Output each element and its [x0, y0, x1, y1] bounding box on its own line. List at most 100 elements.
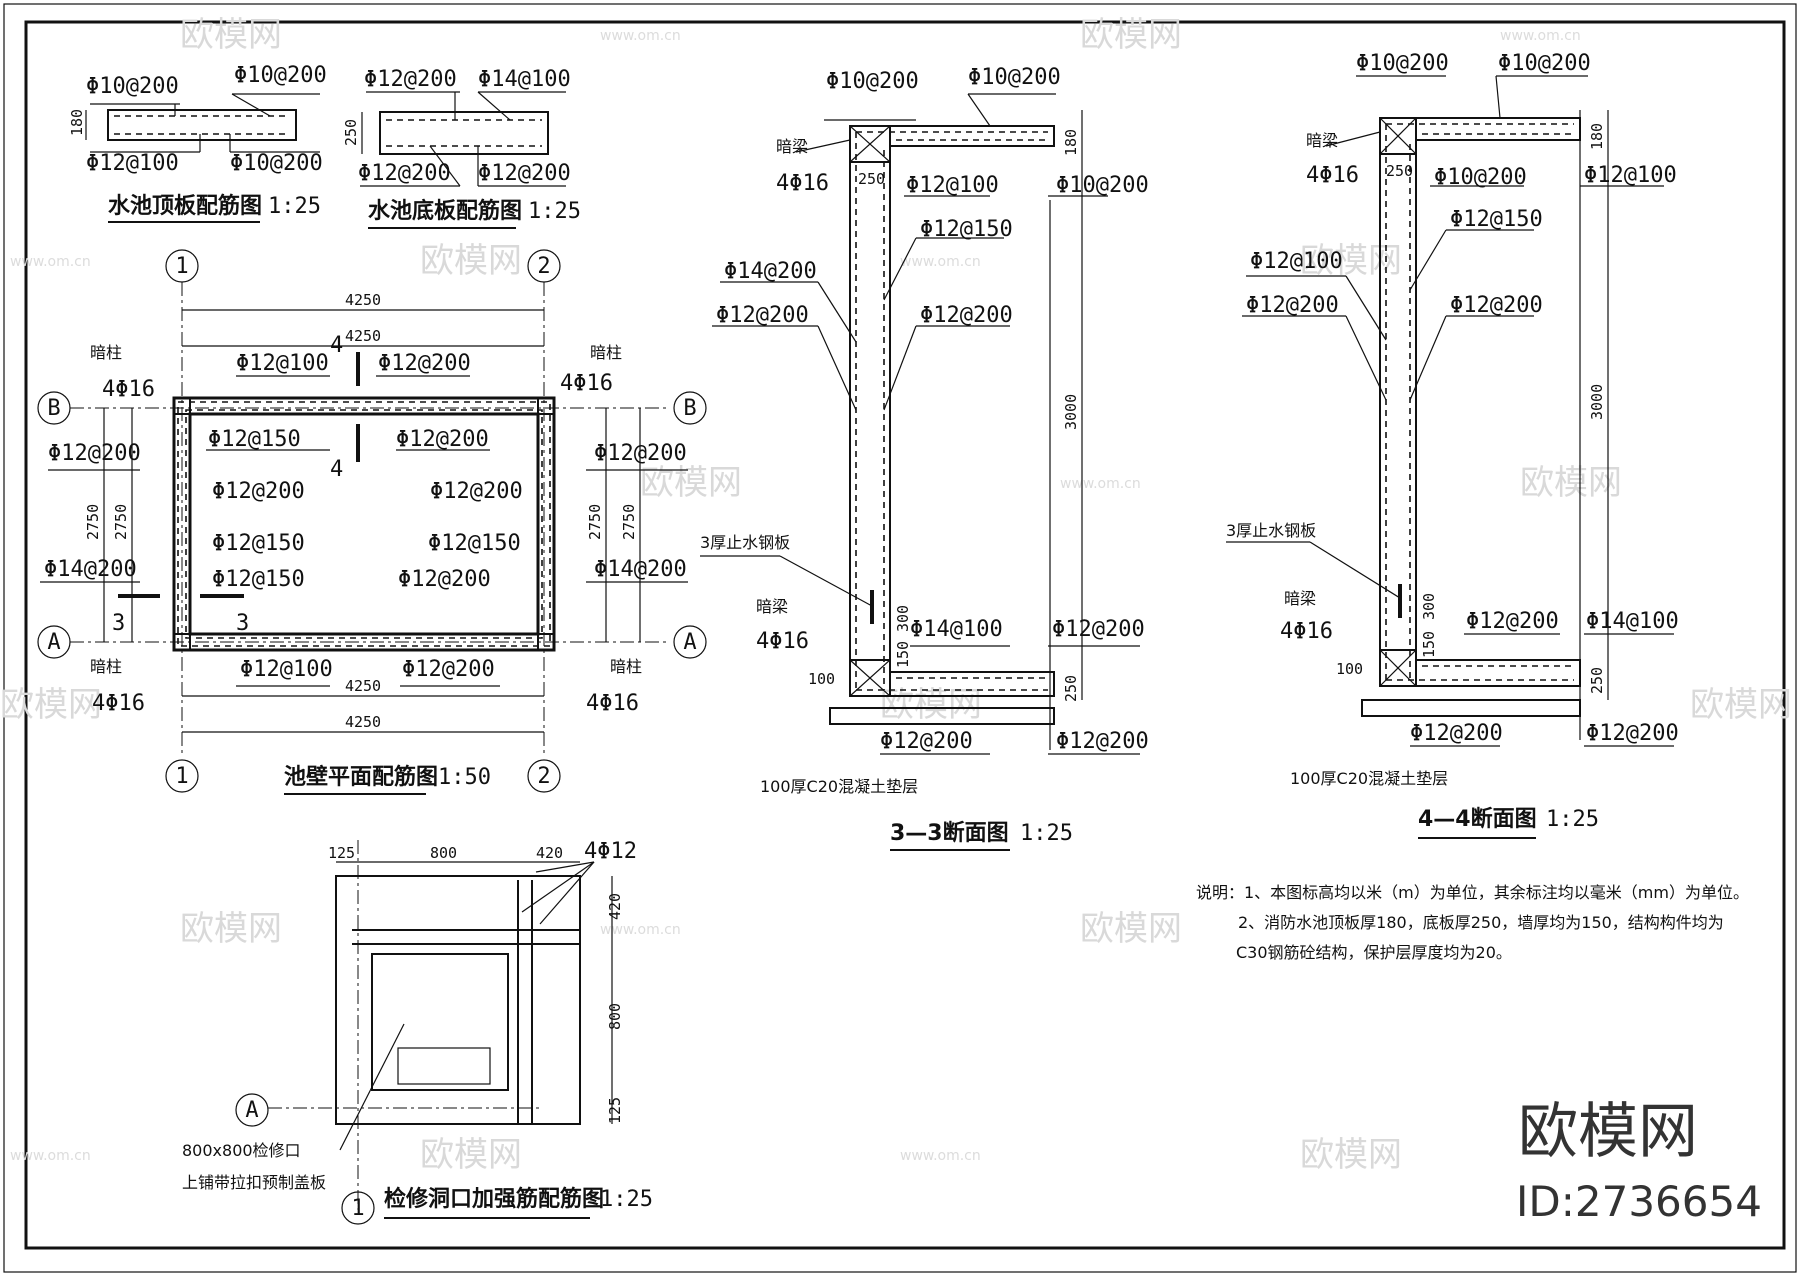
axis-bubble-2 — [527, 759, 561, 793]
leader-line — [535, 861, 595, 873]
dimension-label: 100 — [808, 670, 835, 688]
outer-frame — [3, 3, 1797, 1273]
rebar-label: Φ12@100 — [240, 657, 333, 682]
column-label: 暗柱 — [610, 657, 642, 676]
beam-bars: 4Φ16 — [776, 171, 829, 196]
rebar-label: Φ12@200 — [1246, 293, 1339, 318]
rebar-label: Φ10@200 — [968, 65, 1061, 90]
axis-label: 2 — [537, 254, 550, 279]
rebar-label: Φ10@200 — [1498, 51, 1591, 76]
hidden-column — [173, 633, 191, 651]
rebar-label: Φ10@200 — [1356, 51, 1449, 76]
dimension-label: 3000 — [1588, 384, 1606, 420]
wall-plan: 1 2 1 2 B B A A 4250 4250 4250 4250 2750… — [37, 249, 707, 795]
rebar-label: Φ10@200 — [826, 69, 919, 94]
dimension-label: 180 — [1062, 129, 1080, 156]
note-line: 说明：1、本图标高均以米（m）为单位，其余标注均以毫米（mm）为单位。 — [1196, 883, 1749, 902]
leader-line — [539, 861, 595, 925]
floor-slab-detail: Φ12@200 Φ14@100 Φ12@200 Φ12@200 250 水池底板… — [342, 67, 581, 229]
hidden-beam — [849, 659, 891, 697]
dimension-label: 250 — [342, 119, 360, 146]
roof-slab-detail: Φ10@200 Φ10@200 Φ12@100 Φ10@200 180 水池顶板… — [68, 63, 327, 223]
leader-line — [883, 325, 917, 411]
rebar-label: Φ12@200 — [1052, 617, 1145, 642]
watermark-logo: 欧模网 — [180, 15, 282, 55]
axis-label: 1 — [175, 254, 188, 279]
inner-frame — [24, 20, 1786, 1250]
rebar-label: Φ12@200 — [48, 441, 141, 466]
dimension-label: 250 — [858, 170, 885, 188]
rebar-label: Φ12@200 — [396, 427, 489, 452]
section-label: 4 — [330, 457, 343, 482]
dimension-label: 300 — [1420, 593, 1438, 620]
watermark-logo: 欧模网 — [880, 685, 982, 725]
leader-line — [1325, 131, 1381, 147]
watermark-logo: 欧模网 — [180, 909, 282, 949]
dimension-label: 800 — [606, 1003, 624, 1030]
dimension-label: 250 — [1062, 675, 1080, 702]
dimension-label: 300 — [894, 605, 912, 632]
rebar-label: Φ12@200 — [212, 479, 305, 504]
rebar-label: Φ12@200 — [398, 567, 491, 592]
hatch-detail: A 1 125 800 420 4Φ12 420 800 125 800x800… — [182, 839, 653, 1225]
leader-line — [1309, 541, 1401, 599]
dimension-label: 2750 — [620, 504, 638, 540]
leader-line — [817, 325, 857, 411]
axis-bubble-1 — [165, 759, 199, 793]
beam-label: 暗梁 — [1284, 589, 1316, 608]
rebar-label: Φ12@200 — [1466, 609, 1559, 634]
section-label: 3 — [112, 611, 125, 636]
leader-line — [1345, 275, 1387, 341]
note-line: 2、消防水池顶板厚180，底板厚250，墙厚均为150，结构构件均为 — [1238, 913, 1724, 932]
rebar-label: Φ12@200 — [430, 479, 523, 504]
brand-logo: 欧模网 — [1518, 1097, 1698, 1167]
axis-label: B — [47, 396, 60, 421]
axis-label: A — [47, 630, 60, 655]
axis-bubble-a — [37, 625, 71, 659]
leader-line — [1345, 315, 1387, 401]
plate-label: 3厚止水钢板 — [700, 533, 790, 552]
beam-label: 暗梁 — [776, 137, 808, 156]
dimension-label: 180 — [1588, 123, 1606, 150]
leader-line — [1409, 315, 1447, 401]
dimension-label: 4250 — [345, 677, 381, 695]
watermark-url: www.om.cn — [10, 254, 91, 270]
hatch-note: 上铺带拉扣预制盖板 — [182, 1173, 326, 1192]
wall-inner — [188, 412, 540, 636]
axis-label: B — [683, 396, 696, 421]
watermark-logo: 欧模网 — [1300, 241, 1402, 281]
axis-label: 1 — [351, 1196, 364, 1221]
rebar-label: Φ12@150 — [920, 217, 1013, 242]
rebar-label: Φ12@150 — [1450, 207, 1543, 232]
hatch-note: 800x800检修口 — [182, 1141, 301, 1160]
rebar-label: Φ12@200 — [594, 441, 687, 466]
rebar-label: Φ12@200 — [880, 729, 973, 754]
leader-line — [1495, 75, 1501, 119]
rebar-label: Φ12@100 — [906, 173, 999, 198]
roof-slab-outline — [107, 109, 297, 141]
dimension-label: 250 — [1386, 162, 1413, 180]
leader-line — [883, 237, 917, 301]
beam-label: 暗梁 — [756, 597, 788, 616]
axis-bubble-1 — [341, 1191, 375, 1225]
rebar-label: Φ12@150 — [212, 567, 305, 592]
hidden-beam — [1379, 117, 1417, 155]
axis-bubble-b — [37, 391, 71, 425]
wall-outer — [172, 396, 556, 652]
dimension-label: 2750 — [586, 504, 604, 540]
watermark-logo: 欧模网 — [1300, 1135, 1402, 1175]
column-bars: 4Φ16 — [586, 691, 639, 716]
leader-line — [1409, 229, 1447, 291]
leader-line — [339, 1023, 405, 1151]
section-4-4: Φ10@200 Φ10@200 暗梁 4Φ16 250 Φ10@200 Φ12@… — [1226, 51, 1679, 839]
concrete-bed — [829, 707, 1055, 725]
dimension-label: 800 — [430, 844, 457, 862]
drawing-title: 池壁平面配筋图 — [284, 764, 438, 790]
leader-line — [521, 861, 595, 913]
detail-scale: 1:25 — [268, 194, 321, 219]
rebar-label: Φ12@200 — [1450, 293, 1543, 318]
leader-line — [967, 93, 991, 127]
axis-label: 2 — [537, 764, 550, 789]
rebar-label: Φ10@200 — [1056, 173, 1149, 198]
